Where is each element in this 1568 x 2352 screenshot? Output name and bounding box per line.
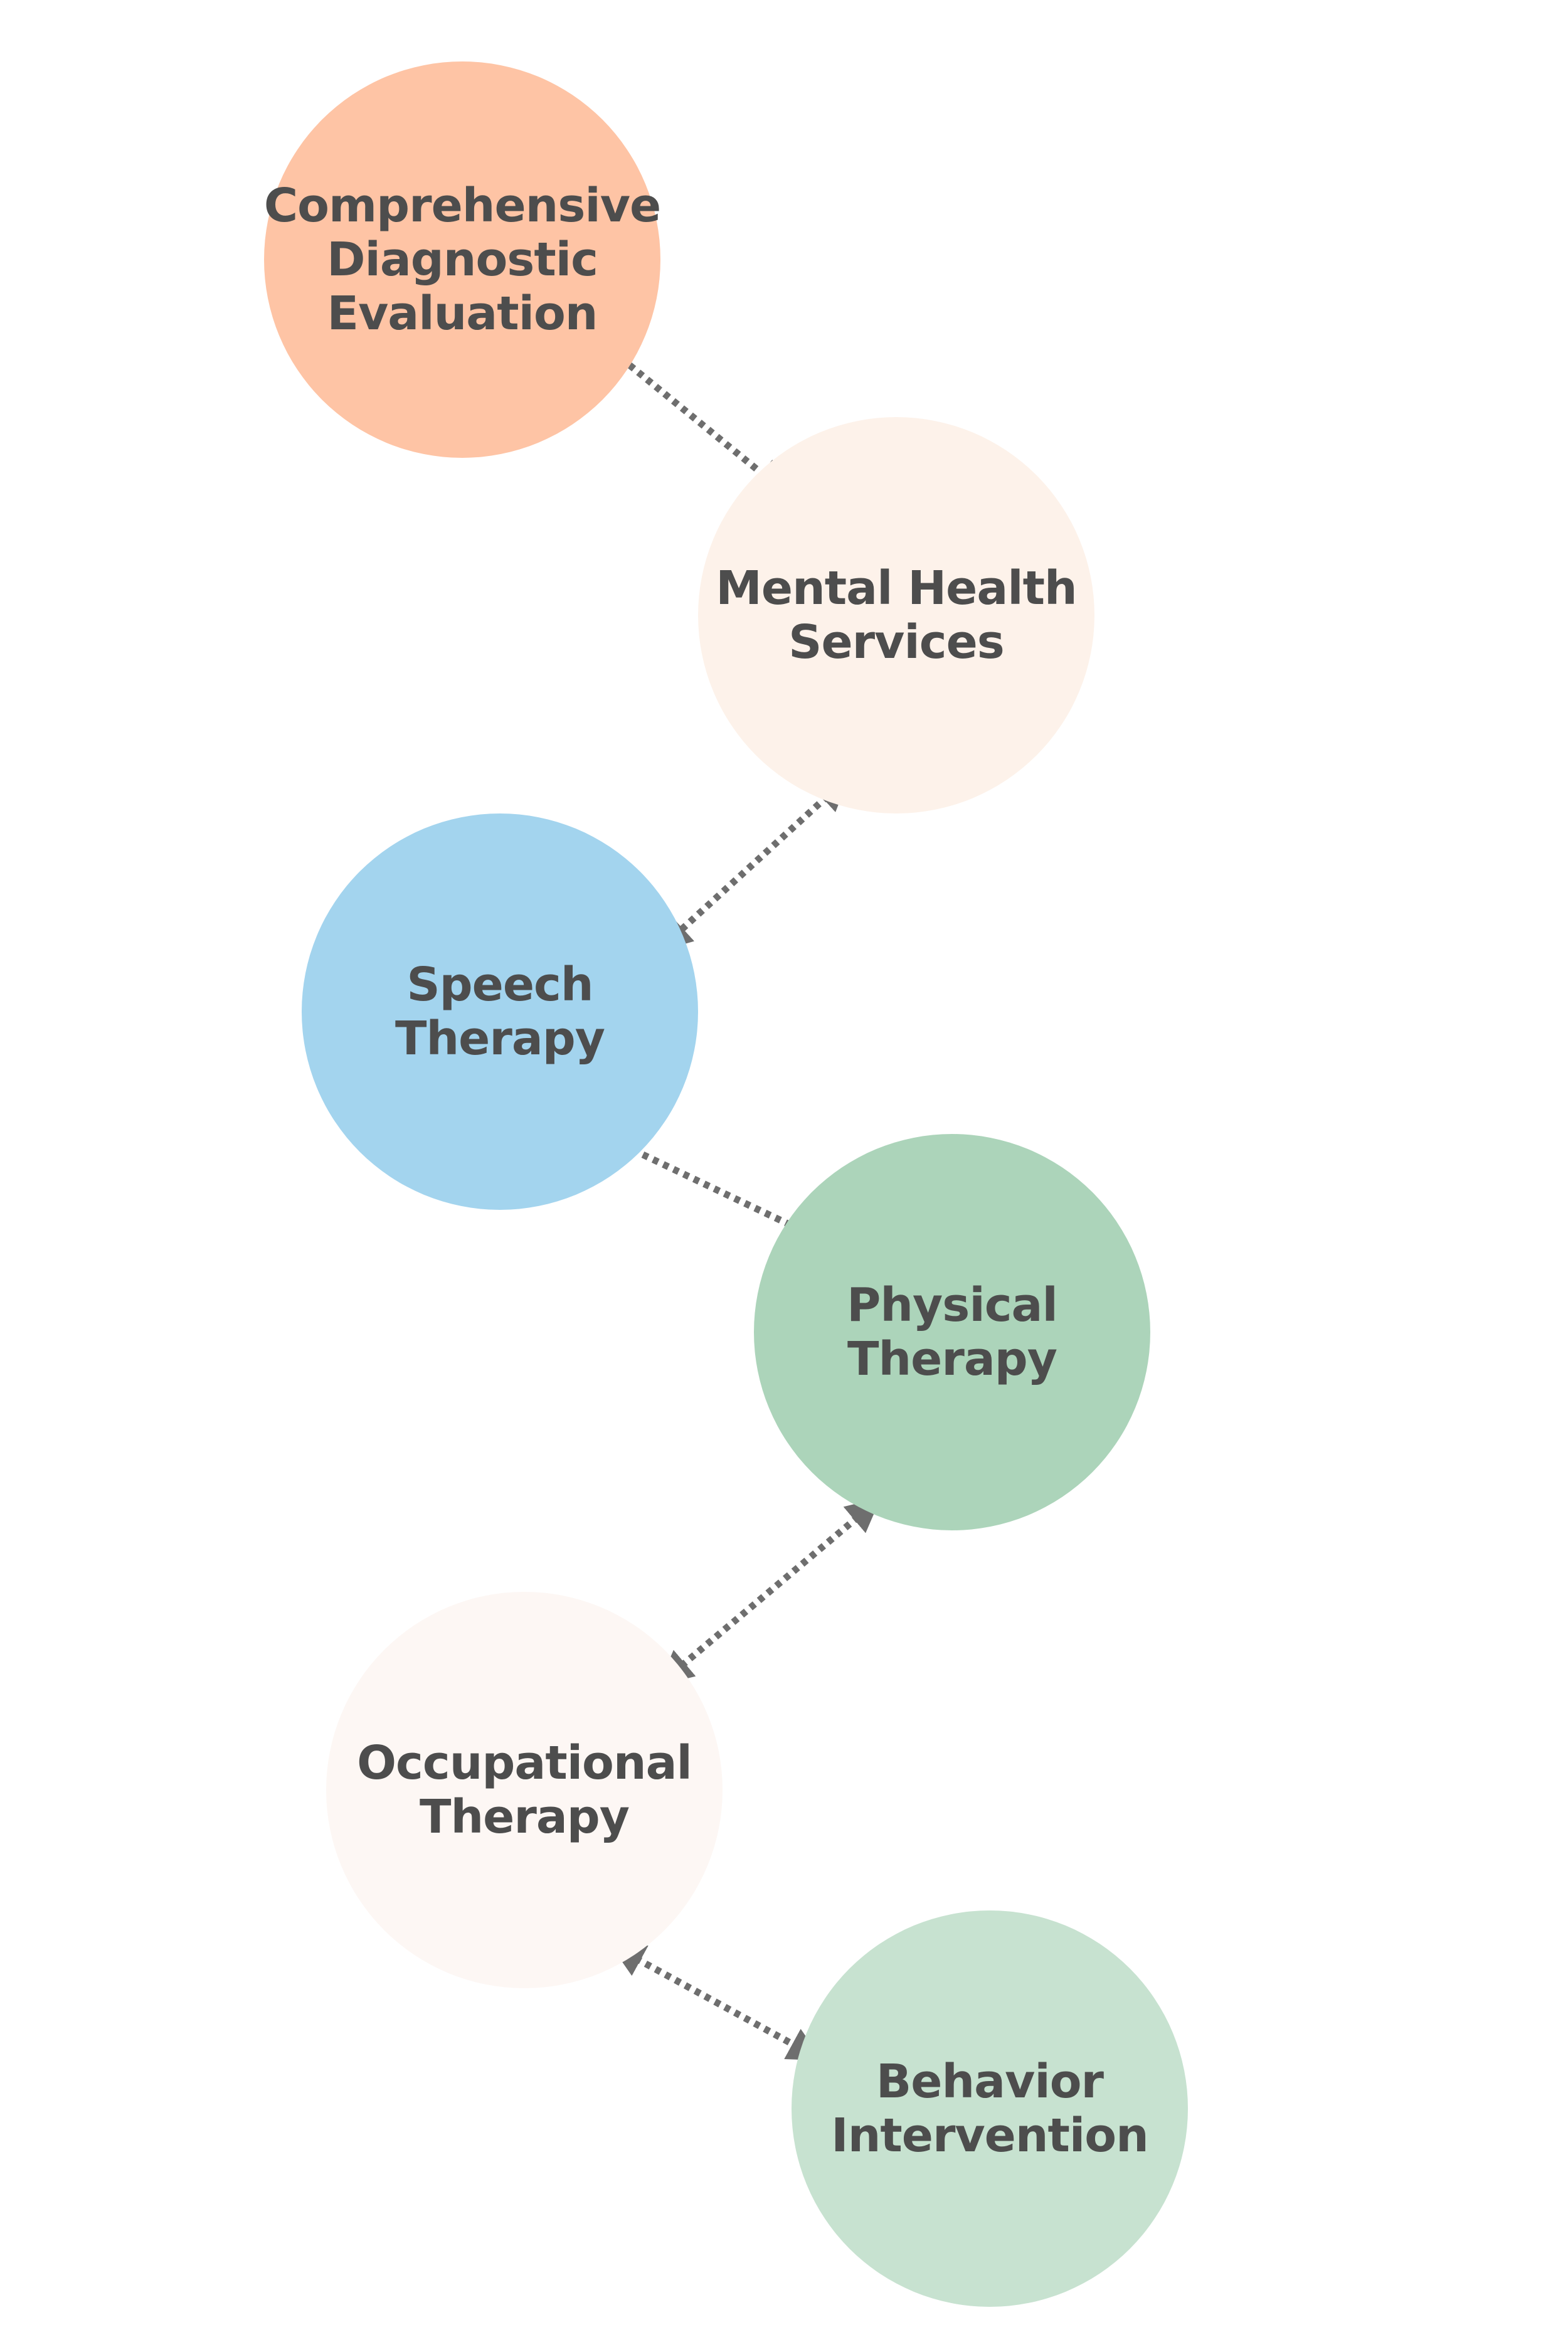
connector-occupational-behavior [610,1944,823,2061]
node-comprehensive-diagnostic-evaluation: Comprehensive Diagnostic Evaluation [263,61,661,458]
connector-physical-occupational [658,1497,881,1686]
node-mental-health-services: Mental Health Services [698,417,1094,813]
node-label: Physical Therapy [847,1278,1058,1386]
node-occupational-therapy: Occupational Therapy [326,1592,723,1988]
node-label: Comprehensive Diagnostic Evaluation [263,179,661,341]
node-label: Speech Therapy [395,958,605,1066]
node-physical-therapy: Physical Therapy [754,1134,1150,1530]
node-speech-therapy: Speech Therapy [302,813,698,1210]
node-label: Mental Health Services [716,561,1077,669]
node-behavior-intervention: Behavior Intervention [792,1910,1188,2307]
node-label: Occupational Therapy [357,1736,692,1844]
connector-mental-health-speech [657,776,850,952]
node-label: Behavior Intervention [831,2055,1149,2163]
connector-evaluation-mental-health [598,339,788,495]
